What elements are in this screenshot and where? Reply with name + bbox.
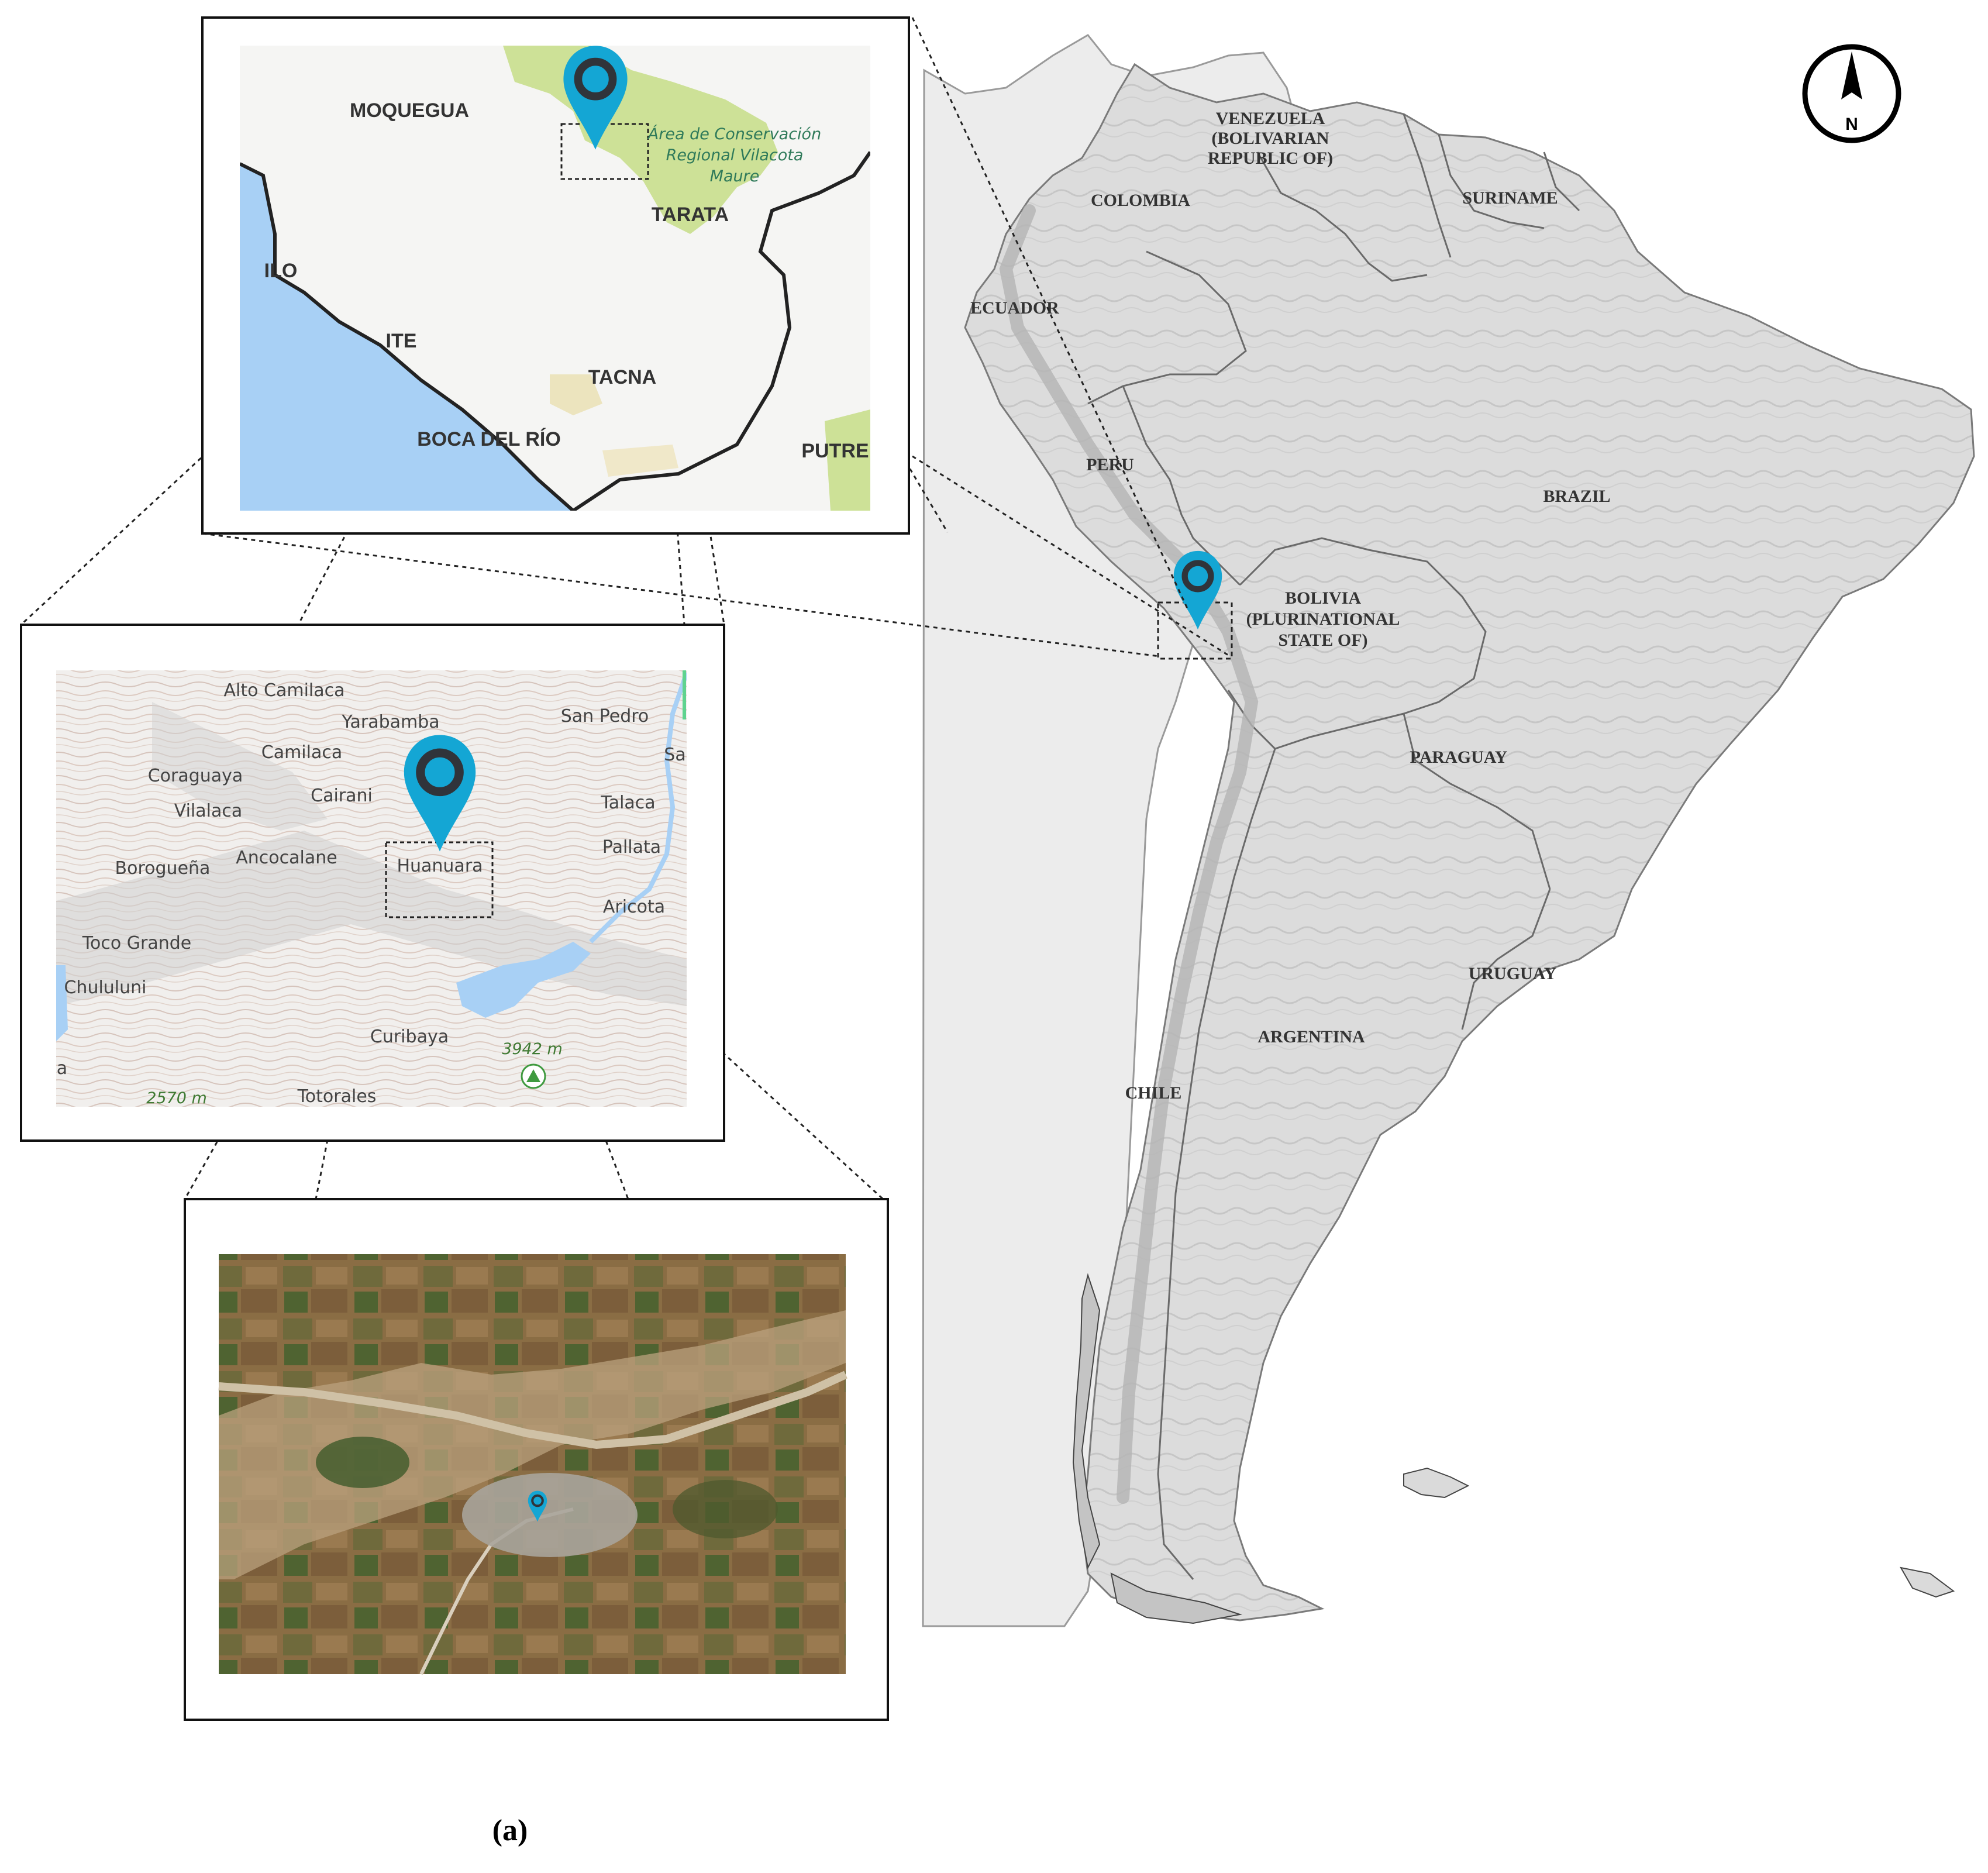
label-a: a — [57, 1058, 67, 1079]
label-san-pedro: San Pedro — [561, 706, 649, 727]
relief-shading-north — [152, 702, 328, 831]
label-vilalaca: Vilalaca — [174, 801, 243, 821]
label-camilaca: Camilaca — [261, 742, 343, 763]
label-elev-3942: 3942 m — [502, 1040, 563, 1058]
label-park-2: Regional Vilacota — [666, 146, 804, 164]
label-ancocalane: Ancocalane — [236, 848, 337, 868]
park-area-east — [825, 409, 870, 511]
green-field-patch-2 — [673, 1480, 778, 1538]
regional-labels: MOQUEGUA Área de Conservación Regional V… — [264, 99, 869, 462]
label-suriname: SURINAME — [1462, 188, 1558, 208]
river — [589, 672, 687, 944]
label-tarata: TARATA — [652, 204, 729, 226]
south-georgia-island — [1900, 1566, 1955, 1598]
label-cairani: Cairani — [311, 786, 373, 806]
country-labels: VENEZUELA (BOLIVARIAN REPUBLIC OF) COLOM… — [970, 109, 1610, 1103]
label-sa: Sa — [664, 745, 685, 765]
label-yarabamba: Yarabamba — [341, 712, 439, 732]
label-tacna: TACNA — [588, 366, 656, 388]
south-america-map: VENEZUELA (BOLIVARIAN REPUBLIC OF) COLOM… — [922, 0, 1988, 1627]
label-toco-grande: Toco Grande — [82, 933, 191, 953]
label-ilo: ILO — [264, 260, 298, 282]
label-curibaya: Curibaya — [370, 1027, 449, 1047]
local-labels: Alto Camilaca Yarabamba San Pedro Sa Cam… — [57, 680, 686, 1107]
local-topo-inset: Alto Camilaca Yarabamba San Pedro Sa Cam… — [20, 624, 725, 1142]
valley-band — [219, 1310, 846, 1579]
park-icon — [521, 1063, 546, 1089]
falkland-islands — [1403, 1467, 1470, 1499]
chululuni-water — [56, 965, 68, 1041]
label-ite: ITE — [386, 330, 417, 352]
andes-relief — [999, 204, 1259, 1504]
label-park-3: Maure — [710, 167, 760, 185]
river-bed — [218, 1371, 847, 1449]
tacna-urban-south — [602, 445, 678, 477]
green-field-patch — [316, 1437, 409, 1488]
label-venezuela-2: (BOLIVARIAN — [1211, 129, 1329, 148]
label-boca-del-rio: BOCA DEL RÍO — [417, 428, 561, 450]
label-bolivia-2: (PLURINATIONAL — [1246, 610, 1400, 629]
label-alto-camilaca: Alto Camilaca — [224, 680, 345, 701]
label-pallata: Pallata — [602, 837, 661, 858]
label-moquegua: MOQUEGUA — [350, 99, 469, 122]
continent-landmass — [964, 63, 1975, 1621]
label-boroguena: Borogueña — [115, 858, 211, 879]
label-coraguaya: Coraguaya — [148, 766, 243, 786]
boundary-lines — [572, 151, 870, 511]
label-aricota: Aricota — [603, 897, 665, 917]
label-bolivia-1: BOLIVIA — [1285, 588, 1361, 608]
label-bolivia-3: STATE OF) — [1278, 631, 1367, 650]
label-huanuara: Huanuara — [397, 856, 483, 876]
label-putre: PUTRE — [801, 440, 869, 462]
label-venezuela-3: REPUBLIC OF) — [1208, 149, 1333, 168]
label-elev-2570: 2570 m — [146, 1089, 207, 1107]
pacific-ocean — [240, 164, 573, 511]
tacna-urban — [550, 374, 602, 415]
label-talaca: Talaca — [600, 793, 655, 813]
figure-caption: (a) — [492, 1814, 528, 1847]
coastline — [240, 162, 574, 511]
label-chululuni: Chululuni — [64, 977, 146, 998]
label-peru: PERU — [1086, 455, 1134, 474]
satellite-image — [218, 1254, 847, 1675]
label-paraguay: PARAGUAY — [1410, 748, 1508, 767]
archipelago — [1072, 1273, 1242, 1624]
aricota-lake — [456, 942, 591, 1018]
label-venezuela-1: VENEZUELA — [1216, 109, 1325, 128]
huanuara-town — [462, 1473, 638, 1557]
satellite-inset — [184, 1198, 889, 1721]
label-totorales: Totorales — [297, 1086, 377, 1107]
label-park-1: Área de Conservación — [647, 125, 821, 143]
label-colombia: COLOMBIA — [1091, 191, 1190, 210]
label-uruguay: URUGUAY — [1469, 964, 1557, 983]
label-brazil: BRAZIL — [1543, 487, 1610, 506]
label-chile: CHILE — [1125, 1083, 1182, 1103]
regional-inset: MOQUEGUA Área de Conservación Regional V… — [201, 16, 910, 535]
north-arrow-icon: N — [1802, 44, 1901, 143]
label-argentina: ARGENTINA — [1257, 1027, 1365, 1046]
label-ecuador: ECUADOR — [970, 298, 1059, 318]
compass-letter: N — [1845, 115, 1858, 134]
